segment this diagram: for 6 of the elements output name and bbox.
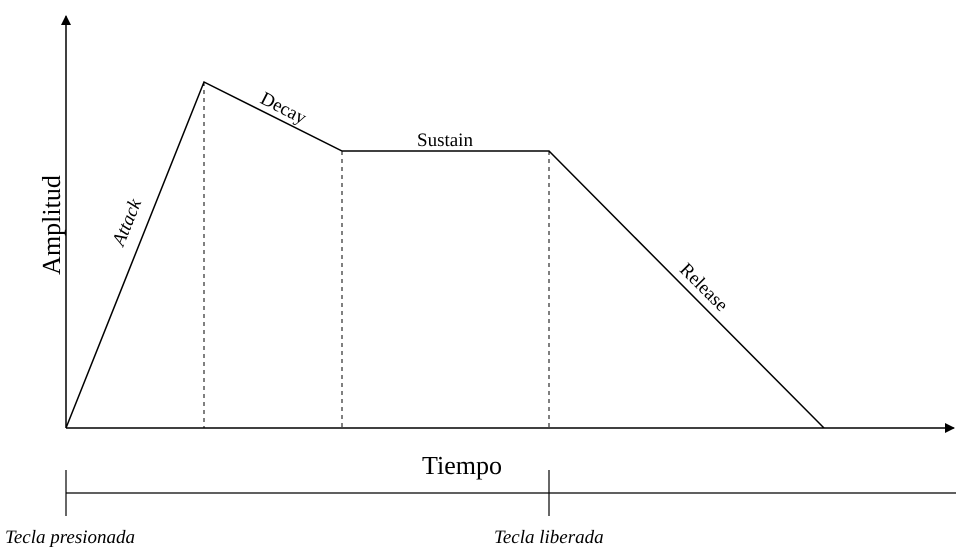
phase-label: Attack (108, 196, 145, 248)
phase-label: Sustain (417, 130, 473, 150)
event-label: Tecla liberada (494, 528, 604, 546)
axis-label: Tiempo (422, 453, 502, 479)
event-label: Tecla presionada (5, 528, 136, 546)
axis-label: Amplitud (38, 175, 65, 275)
